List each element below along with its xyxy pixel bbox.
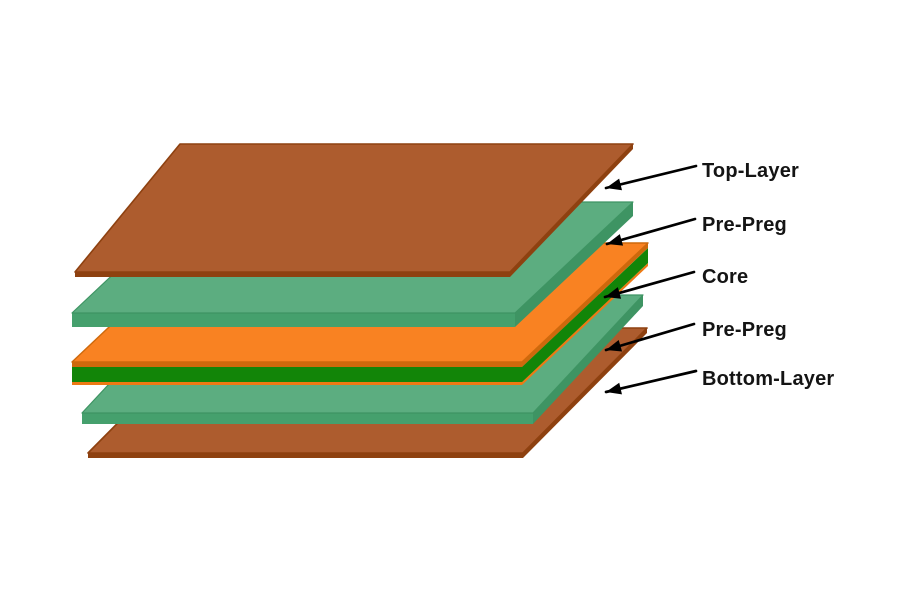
label-prepreg-upper: Pre-Preg [702,214,787,236]
prepreg-upper-front-face [72,313,515,327]
core-dielectric-front-face [72,367,522,382]
label-bottom-layer: Bottom-Layer [702,368,834,390]
bottom-layer-front-face [88,453,523,458]
core-dielectric-side-face [522,248,648,382]
top-layer-front-face [75,272,510,277]
arrow-bottom-layer [604,369,698,395]
label-core: Core [702,266,748,288]
bottom-layer-side-face [523,328,647,458]
top-layer-outline [74,143,634,273]
layer-labels: Top-Layer Pre-Preg Core Pre-Preg Bottom-… [702,160,834,390]
layer-top [74,143,634,277]
arrow-prepreg-lower [604,322,696,352]
top-layer-side-face [510,144,633,277]
prepreg-lower-side-face [533,295,643,424]
label-top-layer: Top-Layer [702,160,799,182]
prepreg-upper-side-face [515,202,633,327]
label-prepreg-lower: Pre-Preg [702,319,787,341]
arrow-core [603,270,696,299]
core-copper-side-face [522,243,648,367]
core-bottom-copper-front-face [72,382,522,385]
callout-arrows [603,164,698,395]
arrow-prepreg-upper [605,217,697,246]
arrow-top-layer [604,164,698,191]
prepreg-lower-front-face [82,413,533,424]
core-copper-front-face [72,362,522,367]
top-layer-top-face [75,144,633,272]
